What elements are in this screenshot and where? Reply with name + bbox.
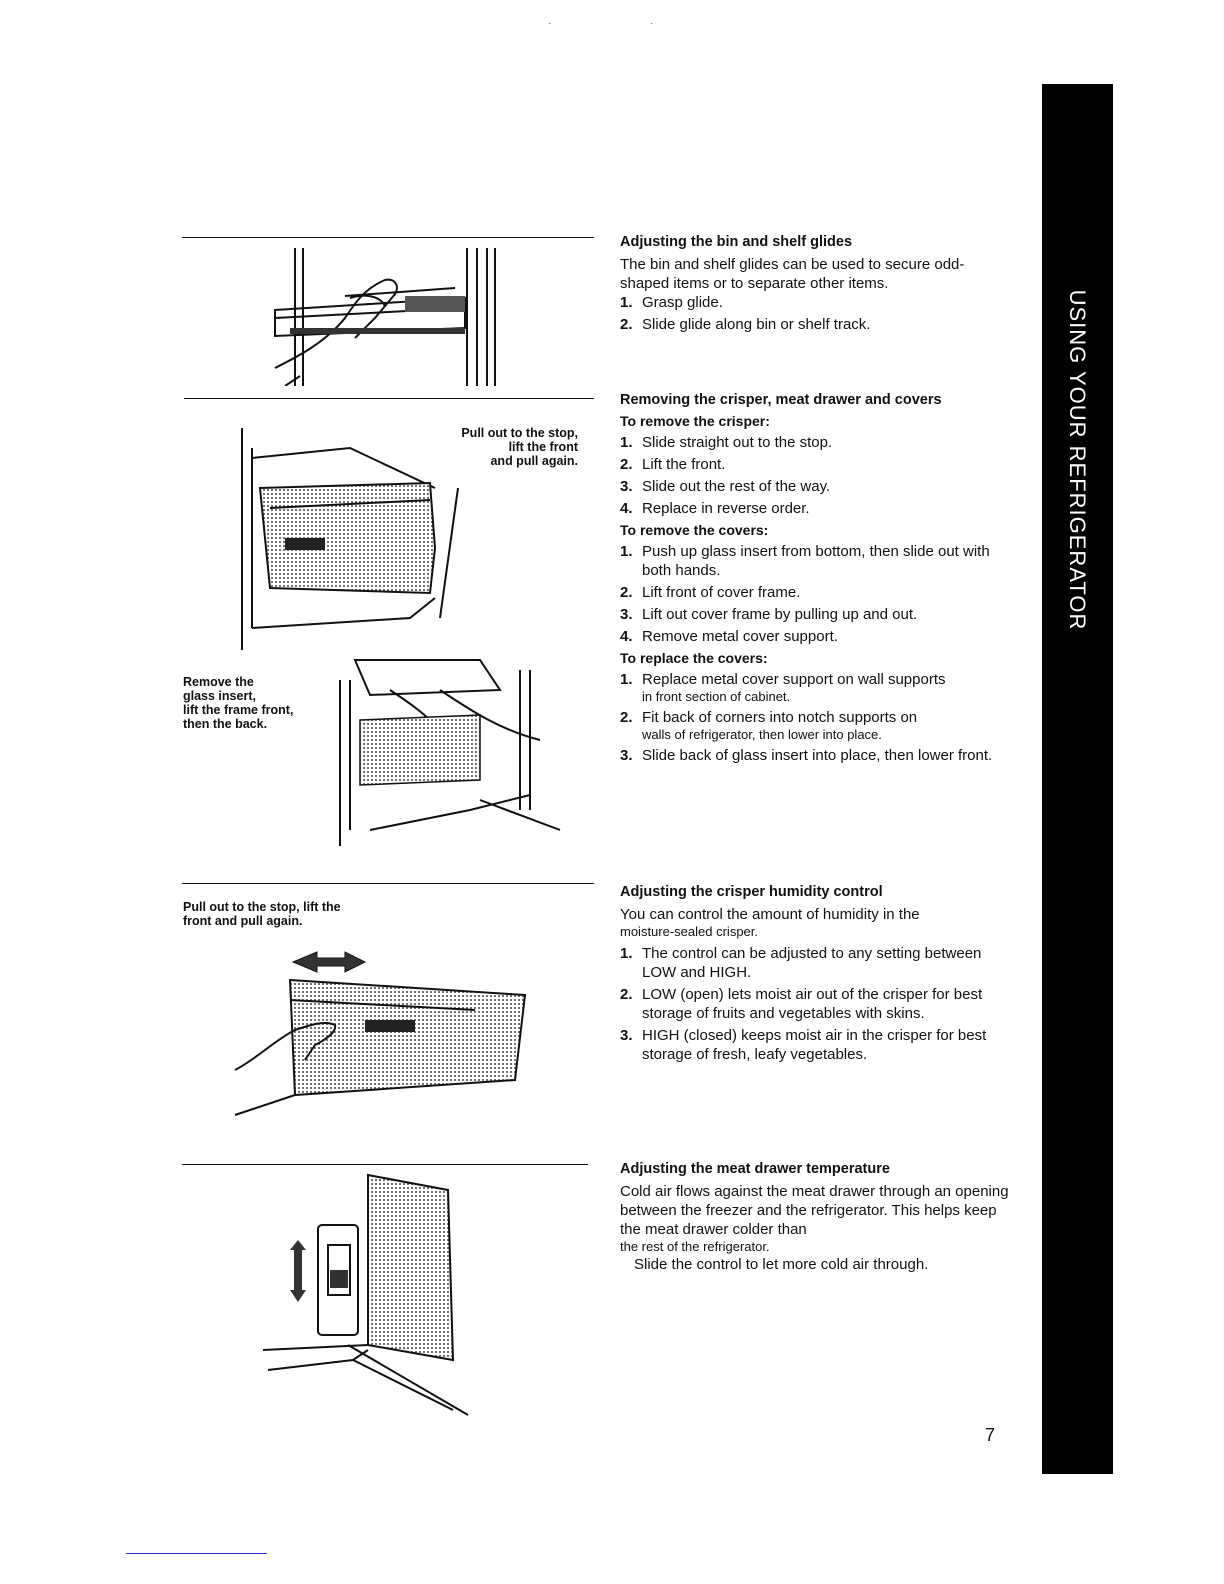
steps-list: 1.Slide straight out to the stop. 2.Lift… [620, 433, 1010, 518]
section-tab-label: USING YOUR REFRIGERATOR [1065, 289, 1090, 631]
section-heading: Removing the crisper, meat drawer and co… [620, 392, 942, 408]
meat-section: Adjusting the meat drawer temperature Co… [620, 1161, 1010, 1274]
divider [182, 1164, 588, 1165]
list-item: 3.HIGH (closed) keeps moist air in the c… [620, 1027, 987, 1063]
glass-insert-caption: Remove the glass insert, lift the frame … [183, 675, 294, 731]
meat-drawer-control-illustration [258, 1170, 473, 1420]
steps-list: 1.Replace metal cover support on wall su… [620, 670, 1010, 765]
subsection-title: To replace the covers: [620, 650, 768, 666]
footer-link-line [126, 1553, 267, 1554]
list-item: 1.Slide straight out to the stop. [620, 434, 833, 451]
glass-insert-removal-illustration [330, 650, 565, 846]
section-intro-small: moisture-sealed crisper. [620, 924, 758, 939]
scan-marks: · [548, 18, 552, 29]
list-item: 2.Lift the front. [620, 456, 726, 473]
list-item: 3.Slide back of glass insert into place,… [620, 747, 993, 764]
list-item: 1.Replace metal cover support on wall su… [620, 671, 946, 704]
subsection-title: To remove the crisper: [620, 413, 770, 429]
list-item: 2.Fit back of corners into notch support… [620, 709, 918, 742]
subsection-title: To remove the covers: [620, 522, 769, 538]
list-item: 1.Grasp glide. [620, 294, 723, 311]
list-item: 4.Remove metal cover support. [620, 628, 838, 645]
scan-marks: · [650, 18, 654, 29]
section-heading: Adjusting the crisper humidity control [620, 884, 883, 900]
steps-list: 1.The control can be adjusted to any set… [620, 944, 1010, 1064]
section-body: Cold air flows against the meat drawer t… [620, 1183, 1009, 1238]
section-body-2: Slide the control to let more cold air t… [634, 1256, 929, 1273]
divider [182, 237, 594, 238]
divider [184, 398, 594, 399]
section-intro: The bin and shelf glides can be used to … [620, 256, 965, 292]
hand-on-shelf-glide-illustration [255, 248, 515, 386]
list-item: 2.LOW (open) lets moist air out of the c… [620, 986, 983, 1022]
list-item: 4.Replace in reverse order. [620, 500, 810, 517]
humidity-section: Adjusting the crisper humidity control Y… [620, 884, 1010, 1068]
humidity-slider-illustration [225, 950, 535, 1120]
list-item: 1.Push up glass insert from bottom, then… [620, 543, 990, 579]
section-body-small: the rest of the refrigerator. [620, 1239, 770, 1254]
divider [182, 883, 594, 884]
humidity-pull-caption: Pull out to the stop, lift the front and… [183, 900, 341, 928]
section-heading: Adjusting the meat drawer temperature [620, 1161, 890, 1177]
section-heading: Adjusting the bin and shelf glides [620, 234, 853, 250]
list-item: 1.The control can be adjusted to any set… [620, 945, 982, 981]
section-tab: USING YOUR REFRIGERATOR [1042, 84, 1113, 1474]
list-item: 2.Lift front of cover frame. [620, 584, 801, 601]
list-item: 3.Slide out the rest of the way. [620, 478, 831, 495]
crisper-drawer-illustration [230, 428, 470, 650]
section-intro: You can control the amount of humidity i… [620, 906, 920, 923]
steps-list: 1.Push up glass insert from bottom, then… [620, 542, 1010, 646]
steps-list: 1.Grasp glide. 2.Slide glide along bin o… [620, 293, 1010, 334]
page-number: 7 [985, 1425, 996, 1445]
list-item: 2.Slide glide along bin or shelf track. [620, 316, 871, 333]
list-item: 3.Lift out cover frame by pulling up and… [620, 606, 918, 623]
crisper-section: Removing the crisper, meat drawer and co… [620, 392, 1010, 769]
crisper-pull-caption: Pull out to the stop, lift the front and… [461, 426, 578, 468]
glides-section: Adjusting the bin and shelf glides The b… [620, 234, 1010, 338]
